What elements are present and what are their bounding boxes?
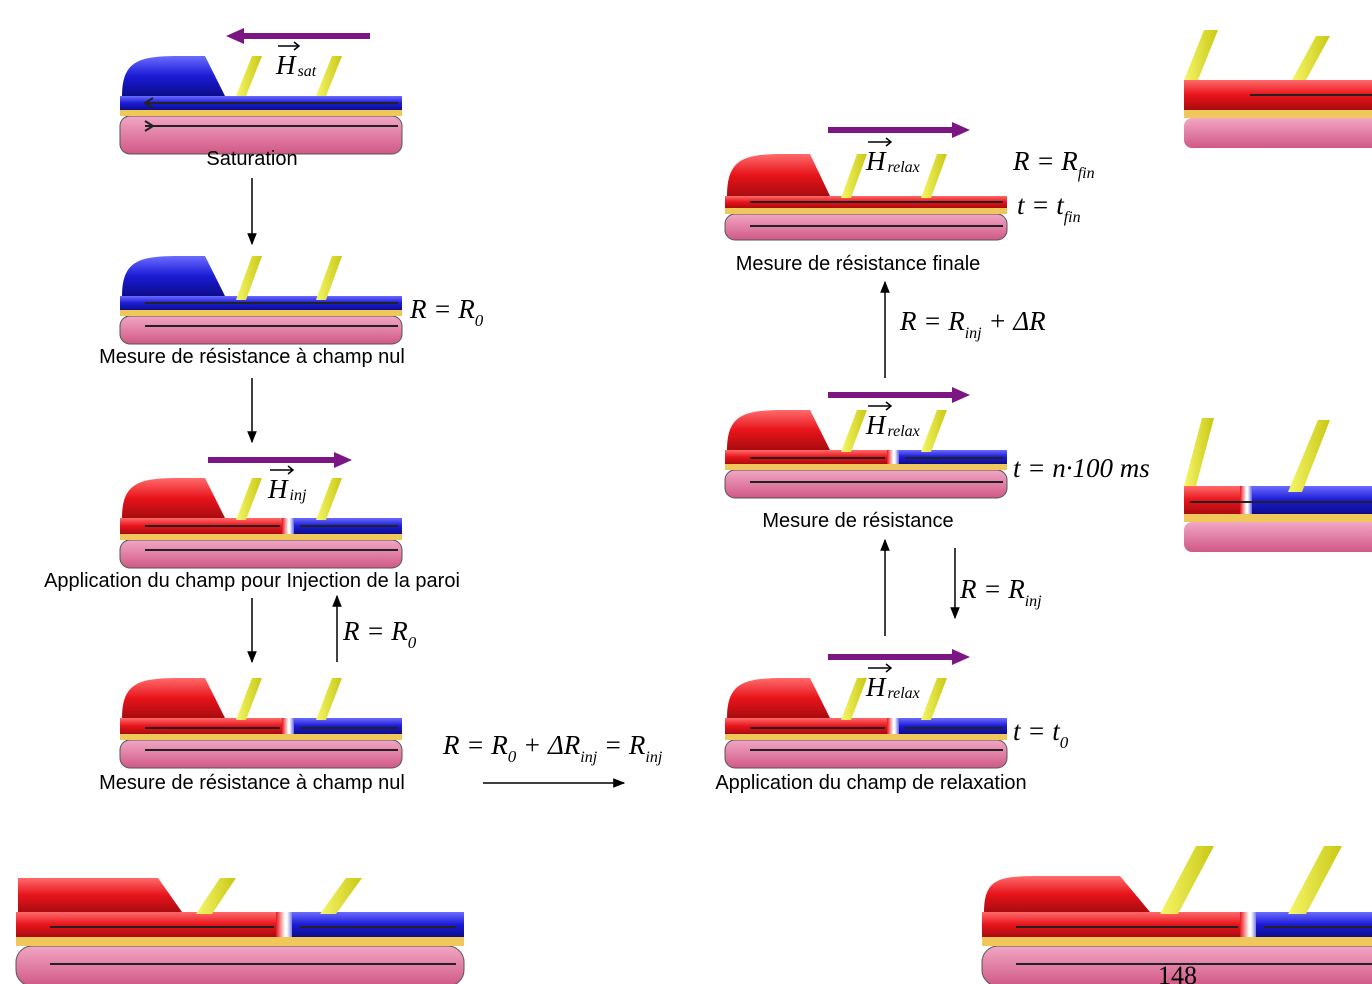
partial-device-top-right [1184,30,1372,148]
large-device-bottom-right [981,846,1372,984]
field-arrow-relax-2 [828,387,970,403]
caption-zero-field-1: Mesure de résistance à champ nul [99,346,405,368]
equation-tn: t = n·100 ms [1013,453,1150,483]
device-final [724,154,1008,241]
caption-final: Mesure de résistance finale [736,253,981,275]
page-number: 148 [1158,961,1197,984]
equation-r0-a: R = R0 [409,294,484,330]
equation-rinj: R = Rinj [959,574,1042,610]
caption-resistance: Mesure de résistance [762,510,953,532]
equation-rdelta: R = Rinj + ΔR [899,306,1046,342]
field-arrow-relax-1 [828,649,970,665]
device-zero-field-1 [119,256,403,345]
field-arrow-relax-3 [828,122,970,138]
device-resistance [724,410,1008,499]
equation-tfin: t = tfin [1017,190,1081,226]
equation-rfin: R = Rfin [1012,146,1095,182]
equation-t0: t = t0 [1013,716,1069,752]
caption-injection: Application du champ pour Injection de l… [44,570,460,592]
device-relaxation [724,678,1008,769]
equation-rinj-full: R = R0 + ΔRinj = Rinj [442,730,663,766]
device-injection [119,478,403,569]
device-saturation [119,56,403,155]
field-arrow-inj [208,452,352,468]
caption-zero-field-2: Mesure de résistance à champ nul [99,772,405,794]
large-device-bottom-left [15,878,465,984]
partial-device-mid-right [1184,418,1372,552]
caption-saturation: Saturation [206,148,297,170]
field-arrow-sat [226,28,370,44]
device-zero-field-2 [119,678,403,769]
equation-r0-b: R = R0 [342,616,417,652]
caption-relaxation: Application du champ de relaxation [715,772,1026,794]
